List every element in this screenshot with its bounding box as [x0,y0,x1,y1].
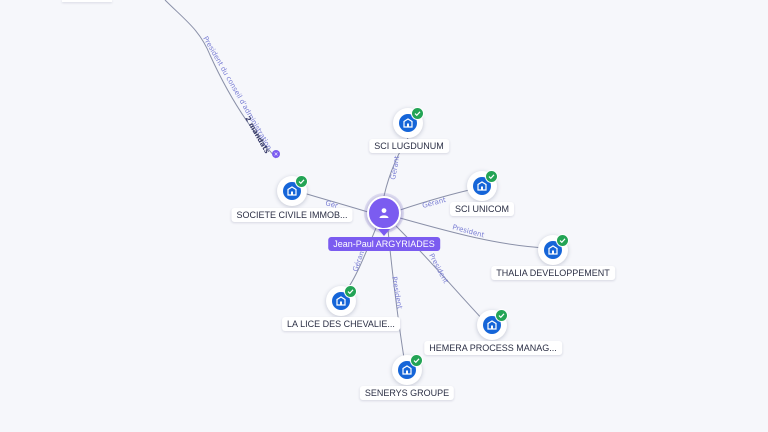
building-icon [548,245,558,255]
company-node-senerys[interactable] [392,354,423,385]
company-node-thalia[interactable] [538,234,569,265]
person-icon [379,208,389,218]
company-node-societe-civile[interactable] [277,175,308,206]
verified-check-icon [410,354,423,367]
edge-label-unicom: Gérant [421,196,447,210]
expand-icon[interactable] [272,150,280,158]
building-icon [487,320,497,330]
company-label-thalia[interactable]: THALIA DEVELOPPEMENT [491,266,615,280]
building-icon [402,365,412,375]
company-label-hemera[interactable]: HEMERA PROCESS MANAG... [424,341,562,355]
offscreen-node-label [62,0,112,2]
company-label-societe-civile[interactable]: SOCIETE CIVILE IMMOB... [231,208,353,222]
edge-thalia [399,217,549,249]
company-label-sci-lugdunum[interactable]: SCI LUGDUNUM [369,139,449,153]
edge-label-thalia: President [451,223,485,239]
company-label-senerys[interactable]: SENERYS GROUPE [359,386,455,400]
company-label-lice[interactable]: LA LICE DES CHEVALIE... [282,317,400,331]
edge-top [164,0,277,159]
expand-icon-glyph: × [274,152,278,159]
company-label-sci-unicom[interactable]: SCI UNICOM [450,202,514,216]
company-node-lice[interactable] [326,285,357,316]
edge-label-lugdunum: Gérant [389,155,401,180]
company-node-hemera[interactable] [477,309,508,340]
verified-check-icon [556,234,569,247]
verified-check-icon [411,107,424,120]
person-node[interactable] [367,196,401,230]
building-icon [336,296,346,306]
building-icon [403,118,413,128]
verified-check-icon [485,170,498,183]
person-pointer [378,229,390,236]
verified-check-icon [344,285,357,298]
company-node-sci-unicom[interactable] [467,170,498,201]
edge-label-societe: Gér [324,199,338,210]
verified-check-icon [495,309,508,322]
edge-label-senerys: President [390,276,404,310]
person-name-label[interactable]: Jean-Paul ARGYRIADES [328,237,440,251]
building-icon [287,186,297,196]
company-node-sci-lugdunum[interactable] [393,107,424,138]
building-icon [477,181,487,191]
verified-check-icon [295,175,308,188]
edge-label-hemera: President [427,252,450,285]
edge-label-top: President du conseil d'administration [201,35,273,151]
